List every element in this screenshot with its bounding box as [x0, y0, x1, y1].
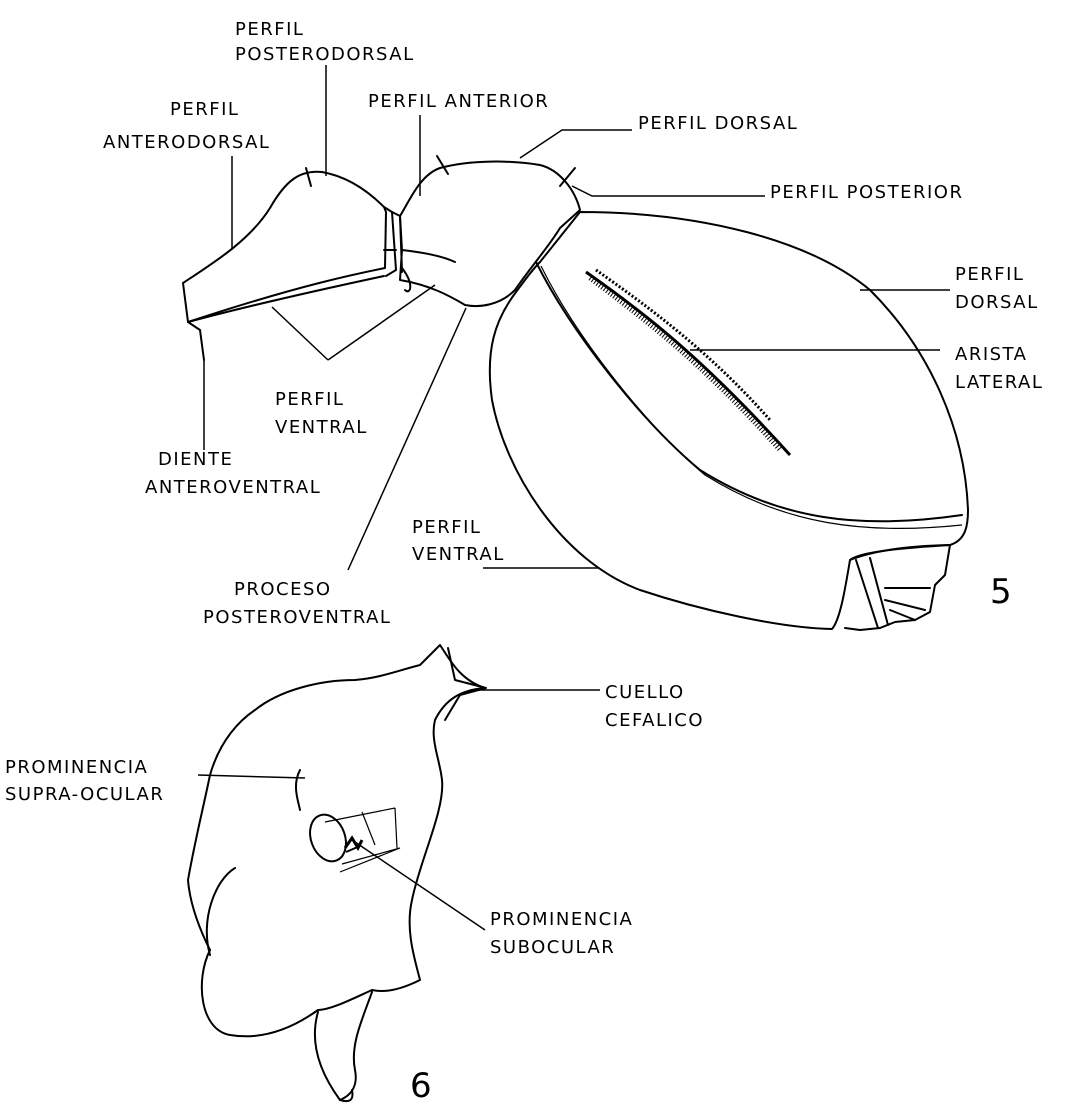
postpetiole-outline [400, 162, 580, 306]
label-diente-anteroventral-line1: DIENTE [158, 449, 233, 470]
label-perfil-anterior: PERFIL ANTERIOR [368, 91, 549, 112]
label-perfil-ventral-bottom-line1: PERFIL [412, 517, 481, 538]
leader-subocular [355, 842, 485, 930]
gaster-rim [536, 262, 962, 521]
petiole-outline [183, 172, 386, 322]
label-prominencia-subocular-line2: SUBOCULAR [490, 937, 615, 958]
label-perfil-posterior: PERFIL POSTERIOR [770, 182, 963, 203]
label-perfil-dorsal-top: PERFIL DORSAL [638, 113, 798, 134]
label-perfil-ventral-left-line2: VENTRAL [275, 417, 368, 438]
mandible [315, 992, 372, 1100]
eye-measure-bracket [325, 808, 400, 872]
tick-anterior [437, 156, 448, 174]
label-cuello-cefalico-line2: CEFALICO [605, 710, 704, 731]
gaster-outline [490, 212, 968, 629]
label-perfil-posterodorsal-line1: PERFIL [235, 19, 304, 40]
label-prominencia-subocular-line1: PROMINENCIA [490, 909, 633, 930]
label-prominencia-supra-ocular-line1: PROMINENCIA [5, 757, 148, 778]
label-prominencia-supra-ocular-line2: SUPRA-OCULAR [5, 784, 164, 805]
neck-spine [445, 648, 486, 720]
label-arista-lateral-line1: ARISTA [955, 344, 1027, 365]
head-outline [188, 645, 485, 1036]
label-perfil-dorsal-right-line1: PERFIL [955, 264, 1024, 285]
label-proceso-posteroventral-line1: PROCESO [234, 579, 332, 600]
anteroventral-tooth [188, 322, 204, 360]
figure-6-drawing [188, 645, 486, 1101]
label-perfil-anterodorsal-line1: PERFIL [170, 99, 239, 120]
label-perfil-ventral-left-line1: PERFIL [275, 389, 344, 410]
leader-posterior [572, 186, 765, 196]
leader-ventral-left-b [328, 285, 435, 360]
figure-6-number: 6 [410, 1066, 432, 1106]
lateral-ridge-hatching [586, 270, 790, 455]
leader-dorsal-top [520, 130, 632, 158]
label-proceso-posteroventral-line2: POSTEROVENTRAL [203, 607, 391, 628]
tick-posterodorsal [306, 168, 311, 186]
clypeal-lobe [207, 868, 235, 955]
supra-ocular-prominence [296, 770, 300, 810]
label-arista-lateral-line2: LATERAL [955, 372, 1043, 393]
figure-6-leaders [198, 690, 600, 930]
figure-5-number: 5 [990, 572, 1012, 612]
petiole-lower-edge [188, 276, 384, 322]
label-cuello-cefalico-line1: CUELLO [605, 682, 685, 703]
label-perfil-ventral-bottom-line2: VENTRAL [412, 544, 505, 565]
label-diente-anteroventral-line2: ANTEROVENTRAL [145, 477, 321, 498]
label-perfil-dorsal-right-line2: DORSAL [955, 292, 1039, 313]
label-perfil-posterodorsal-line2: POSTERODORSAL [235, 44, 415, 65]
leader-supra-ocular [198, 775, 305, 778]
label-perfil-anterodorsal-line2: ANTERODORSAL [103, 132, 270, 153]
leader-ventral-left-a [272, 307, 328, 360]
